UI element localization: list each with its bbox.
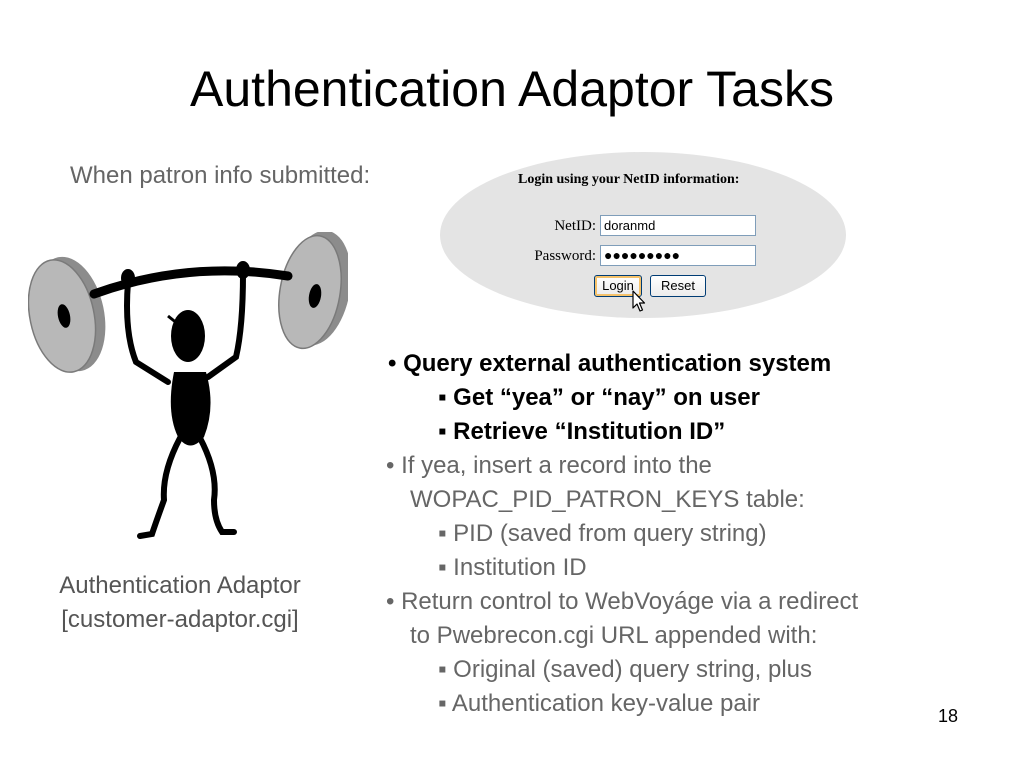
figure-caption-title: Authentication Adaptor: [59, 572, 301, 599]
subbullet-institution-id-2: ▪ Institution ID: [438, 554, 587, 581]
subbullet-yea-nay: ▪ Get “yea” or “nay” on user: [438, 384, 760, 411]
subbullet-original-query: ▪ Original (saved) query string, plus: [438, 656, 812, 683]
page-number: 18: [938, 706, 959, 726]
bullet-query-auth: • Query external authentication system: [388, 350, 832, 377]
weightlifter-clipart: [28, 232, 348, 539]
bullet-return-control: • Return control to WebVoyáge via a redi…: [386, 588, 859, 615]
reset-button[interactable]: Reset: [650, 275, 706, 297]
login-button[interactable]: Login: [594, 275, 642, 297]
left-weight-plate-icon: [28, 256, 106, 373]
bullet-insert-record-cont: WOPAC_PID_PATRON_KEYS table:: [410, 486, 805, 513]
password-field[interactable]: ●●●●●●●●●: [600, 245, 756, 266]
slide-title: Authentication Adaptor Tasks: [190, 61, 834, 117]
subbullet-institution-id: ▪ Retrieve “Institution ID”: [438, 418, 726, 445]
password-label: Password:: [534, 248, 596, 264]
bullet-insert-record: • If yea, insert a record into the: [386, 452, 712, 479]
bullet-return-control-cont: to Pwebrecon.cgi URL appended with:: [410, 622, 818, 649]
subbullet-auth-key-value: ▪ Authentication key-value pair: [438, 690, 761, 717]
mouse-pointer-icon: [632, 290, 646, 312]
login-form-screenshot: Login using your NetID information: NetI…: [440, 152, 846, 318]
slide-subtitle: When patron info submitted:: [70, 162, 371, 189]
figure-caption-filename: [customer-adaptor.cgi]: [61, 606, 299, 633]
right-weight-plate-icon: [278, 232, 348, 350]
subbullet-pid: ▪ PID (saved from query string): [438, 520, 767, 547]
login-heading: Login using your NetID information:: [518, 172, 740, 187]
netid-field[interactable]: doranmd: [600, 215, 756, 236]
netid-label: NetID:: [554, 218, 596, 234]
